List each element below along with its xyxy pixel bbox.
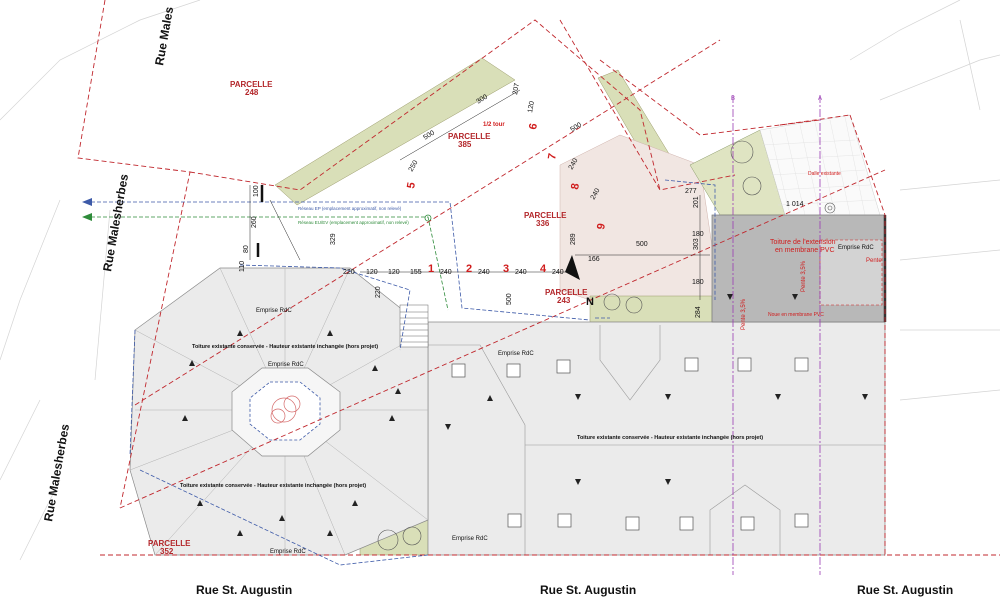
extension-slope-zone bbox=[819, 239, 883, 306]
step-2: 2 bbox=[466, 263, 472, 275]
dalle-existante: Dalle existante bbox=[808, 171, 841, 177]
parcel-boundaries bbox=[77, 0, 1000, 556]
dimension-lines bbox=[249, 89, 710, 300]
parcel-352-num: 352 bbox=[160, 547, 174, 556]
dim-120-b: 120 bbox=[388, 269, 400, 276]
dim-110: 110 bbox=[239, 261, 246, 272]
street-augustin-2: Rue St. Augustin bbox=[540, 583, 636, 597]
dim-201: 201 bbox=[693, 196, 700, 208]
green-strip-top bbox=[274, 57, 516, 206]
manhole bbox=[424, 214, 432, 222]
parcel-243-label: PARCELLE bbox=[545, 288, 588, 297]
dim-166: 166 bbox=[588, 256, 600, 263]
step-8: 8 bbox=[569, 182, 582, 190]
dim-240-a: 240 bbox=[440, 269, 452, 276]
extension-roof-title-2: en membrane PVC bbox=[775, 247, 835, 254]
step-7: 7 bbox=[546, 152, 559, 160]
dim-260: 260 bbox=[251, 216, 258, 228]
emprise-rdc-3: Emprise RdC bbox=[498, 351, 534, 357]
dim-250: 250 bbox=[408, 159, 420, 173]
parcel-352-label: PARCELLE bbox=[148, 539, 191, 548]
street-malesherbes-left: Rue Malesherbes bbox=[100, 173, 131, 273]
pente-3: Pente bbox=[866, 258, 882, 264]
parcel-248-label: PARCELLE bbox=[230, 80, 273, 89]
step-6: 6 bbox=[527, 122, 540, 130]
dim-284: 284 bbox=[695, 306, 702, 318]
trees bbox=[377, 140, 836, 551]
octagon-core bbox=[249, 381, 321, 441]
pente-2: Pente 3,5% bbox=[801, 260, 807, 292]
dim-289: 289 bbox=[570, 233, 577, 245]
roof-note-main: Toiture existante conservée - Hauteur ex… bbox=[577, 435, 763, 441]
roof-ridges bbox=[428, 325, 885, 555]
parcel-243-num: 243 bbox=[557, 296, 571, 305]
parcel-385-num: 385 bbox=[458, 140, 472, 149]
network-eu-arrow bbox=[82, 213, 92, 221]
parcel-248-num: 248 bbox=[245, 88, 259, 97]
dim-500-c: 500 bbox=[636, 241, 648, 248]
parcel-336-num: 336 bbox=[536, 219, 550, 228]
membrane-note: Noue en membrane PVC bbox=[768, 312, 824, 318]
network-eu bbox=[85, 216, 449, 311]
section-lines bbox=[732, 95, 821, 575]
step-1: 1 bbox=[428, 263, 434, 275]
dim-240-d: 240 bbox=[552, 269, 564, 276]
street-augustin-3: Rue St. Augustin bbox=[857, 583, 953, 597]
roof-note-octagon-top: Toiture existante conservée - Hauteur ex… bbox=[192, 344, 378, 350]
slope-arrows bbox=[182, 294, 868, 536]
dim-180-a: 180 bbox=[692, 231, 704, 238]
half-turn-label: 1/2 tour bbox=[483, 122, 505, 128]
step-4: 4 bbox=[540, 263, 547, 275]
roof-note-octagon-bottom: Toiture existante conservée - Hauteur ex… bbox=[180, 483, 366, 489]
network-ep bbox=[85, 179, 716, 566]
reseau-ep-label: Réseau EP (emplacement approximatif, non… bbox=[298, 206, 402, 211]
stair bbox=[399, 304, 429, 348]
section-mark-b: B bbox=[731, 96, 735, 102]
dim-120-c: 120 bbox=[527, 101, 536, 114]
street-malesherbes-bottom: Rue Malesherbes bbox=[41, 423, 72, 523]
dim-220-a: 220 bbox=[343, 269, 355, 276]
dim-277: 277 bbox=[685, 188, 697, 195]
emprise-rdc-2: Emprise RdC bbox=[268, 362, 304, 368]
skylights bbox=[451, 357, 809, 531]
dim-303: 303 bbox=[693, 238, 700, 250]
level-1014: 1 014 bbox=[786, 201, 804, 208]
pente-1: Pente 3,5% bbox=[741, 298, 747, 330]
dim-240-e: 240 bbox=[568, 157, 580, 171]
dim-100: 100 bbox=[253, 185, 260, 197]
step-3: 3 bbox=[503, 263, 509, 275]
dim-500-b: 500 bbox=[569, 122, 583, 134]
dim-180-b: 180 bbox=[692, 279, 704, 286]
north-label: N bbox=[586, 296, 594, 308]
extension-roof-title-1: Toiture de l'extension bbox=[770, 239, 836, 246]
dim-120-a: 120 bbox=[366, 269, 378, 276]
dim-500-d: 500 bbox=[506, 293, 513, 305]
dim-240-f: 240 bbox=[590, 187, 602, 201]
step-9: 9 bbox=[595, 222, 608, 230]
dim-155: 155 bbox=[410, 269, 422, 276]
north-arrow-icon bbox=[565, 255, 580, 280]
reseau-eu-label: Réseau EU/EV (emplacement approximatif, … bbox=[298, 220, 409, 225]
dim-207: 207 bbox=[512, 83, 521, 96]
street-augustin-1: Rue St. Augustin bbox=[196, 583, 292, 597]
emprise-rdc-4: Emprise RdC bbox=[452, 536, 488, 542]
step-5: 5 bbox=[405, 181, 418, 189]
dim-220-b: 220 bbox=[375, 286, 382, 298]
section-mark-a: A bbox=[818, 96, 822, 102]
dim-240-b: 240 bbox=[478, 269, 490, 276]
dim-329: 329 bbox=[330, 233, 337, 245]
octagon-trees bbox=[270, 395, 301, 424]
network-ep-arrow bbox=[82, 198, 92, 206]
background-outlines bbox=[0, 0, 1000, 561]
parcel-385-label: PARCELLE bbox=[448, 132, 491, 141]
dim-80: 80 bbox=[243, 245, 250, 253]
emprise-rdc-1: Emprise RdC bbox=[256, 308, 292, 314]
dim-240-c: 240 bbox=[515, 269, 527, 276]
emprise-rdc-6: Emprise RdC bbox=[838, 245, 874, 251]
parcel-336-label: PARCELLE bbox=[524, 211, 567, 220]
emprise-rdc-5: Emprise RdC bbox=[270, 549, 306, 555]
